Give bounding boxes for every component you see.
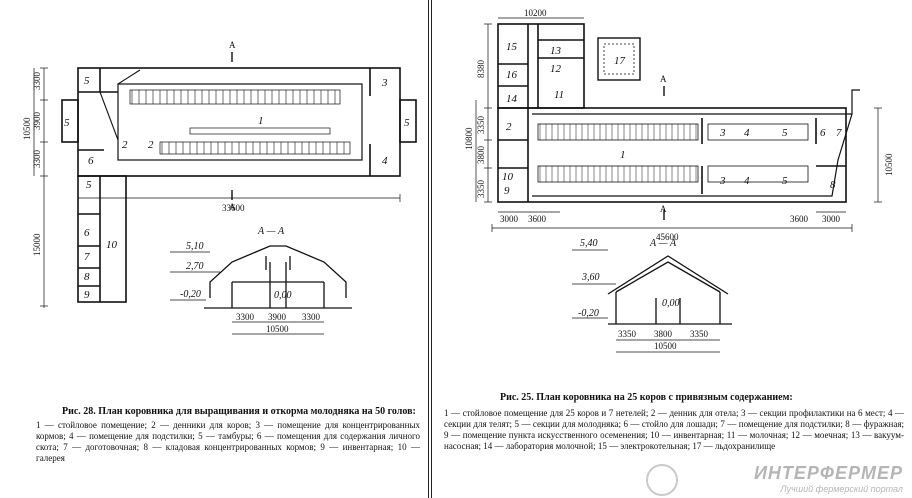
left-sec-dim-10500: 10500 [266,324,289,334]
right-level-020: -0,20 [578,308,599,319]
right-dim-8380: 8380 [476,60,486,79]
left-caption-title: Рис. 28. План коровника для выращивания … [62,406,416,417]
left-room-1: 1 [258,115,264,127]
right-room-14: 14 [506,93,518,105]
watermark: ИНТЕРФЕРМЕР Лучший фермерский портал [754,463,903,494]
right-dim-45600: 45600 [656,232,679,242]
right-page: А А 10200 8380 10800 3350 3800 [431,0,912,498]
left-room-5-a: 5 [84,75,90,87]
right-sec-dim-10500: 10500 [654,341,677,351]
right-ice-storage [597,37,641,81]
left-level-510: 5,10 [186,241,204,252]
right-room-8: 8 [830,179,836,191]
left-dim-3900: 3900 [32,112,42,131]
left-sec-dim-3300-b: 3300 [302,312,321,322]
left-plan-drawing: А А 3300 3900 3300 10500 15000 33600 5 3… [22,40,417,335]
watermark-logo-icon [646,464,678,496]
right-dim-10800: 10800 [464,127,474,150]
watermark-main: ИНТЕРФЕРМЕР [753,463,903,483]
left-cut-mark-top: А [229,40,236,50]
right-section-label: А — А [649,238,677,249]
left-room-9: 9 [84,289,90,301]
left-room-3: 3 [381,77,388,89]
left-room-2-b: 2 [122,139,128,151]
left-level-000: 0,00 [274,290,292,301]
right-level-360: 3,60 [581,272,600,283]
right-room-13: 13 [550,45,562,57]
right-sec-dim-3800: 3800 [654,329,673,339]
left-room-5-b: 5 [64,117,70,129]
right-room-10: 10 [502,171,514,183]
left-sec-dim-3900: 3900 [268,312,287,322]
left-room-5-c: 5 [404,117,410,129]
right-room-3-a: 3 [719,127,726,139]
right-cut-mark-bottom: А [660,204,667,214]
right-plan-drawing: А А 10200 8380 10800 3350 3800 [464,8,894,353]
left-dim-10500: 10500 [22,117,32,140]
right-level-000: 0,00 [662,298,680,309]
right-room-9: 9 [504,185,510,197]
left-room-7: 7 [84,251,90,263]
right-room-3-b: 3 [719,175,726,187]
right-caption-legend: 1 — стойловое помещение для 25 коров и 7… [444,408,904,451]
right-room-5-a: 5 [782,127,788,139]
right-dim-10500: 10500 [884,153,894,176]
left-stall-rows [129,89,351,155]
right-dim-3600-a: 3600 [528,214,547,224]
left-gallery [77,175,127,303]
right-room-1: 1 [620,149,626,161]
right-level-540: 5,40 [580,238,598,249]
right-room-12: 12 [550,63,562,75]
watermark-sub: Лучший фермерский портал [780,484,903,494]
left-room-6-a: 6 [88,155,94,167]
right-dim-3000-a: 3000 [500,214,519,224]
right-sec-dim-3350-b: 3350 [690,329,709,339]
left-room-6-b: 6 [84,227,90,239]
right-room-5-b: 5 [782,175,788,187]
left-cut-mark-bottom: А [229,202,236,212]
right-room-4-b: 4 [744,175,750,187]
left-dim-3300-bottom: 3300 [32,150,42,169]
left-room-5-d: 5 [86,179,92,191]
right-dim-3800: 3800 [476,146,486,165]
right-stall-rows [537,123,809,183]
right-room-11: 11 [554,89,564,101]
right-caption-title: Рис. 25. План коровника на 25 коров с пр… [500,392,793,403]
right-sec-dim-3350-a: 3350 [618,329,637,339]
right-room-6: 6 [820,127,826,139]
left-section-drawing [204,245,352,309]
right-room-16: 16 [506,69,518,81]
left-room-4: 4 [382,155,388,167]
right-room-15: 15 [506,41,518,53]
left-room-8: 8 [84,271,90,283]
right-room-4-a: 4 [744,127,750,139]
right-dim-3350-b: 3350 [476,180,486,199]
left-dim-15000: 15000 [32,233,42,256]
right-dim-3350-a: 3350 [476,116,486,135]
right-main-barn [497,107,847,203]
right-dim-10200: 10200 [524,8,547,18]
left-caption-legend: 1 — стойловое помещение; 2 — денники для… [36,420,420,463]
left-sec-dim-3300-a: 3300 [236,312,255,322]
left-dim-33600: 33600 [222,203,245,213]
left-level-270: 2,70 [186,261,204,272]
left-room-2-a: 2 [148,139,154,151]
right-dim-3600-b: 3600 [790,214,809,224]
right-cut-mark-top: А [660,74,667,84]
right-room-2: 2 [506,121,512,133]
left-dim-3300-top: 3300 [32,72,42,91]
left-section-label: А — А [257,226,285,237]
left-page: А А 3300 3900 3300 10500 15000 33600 5 3… [0,0,429,498]
left-level-020: -0,20 [180,289,201,300]
right-section-drawing [607,255,732,325]
right-dim-3000-b: 3000 [822,214,841,224]
left-room-10: 10 [106,239,118,251]
right-room-7: 7 [836,127,842,139]
right-room-17: 17 [614,55,626,67]
